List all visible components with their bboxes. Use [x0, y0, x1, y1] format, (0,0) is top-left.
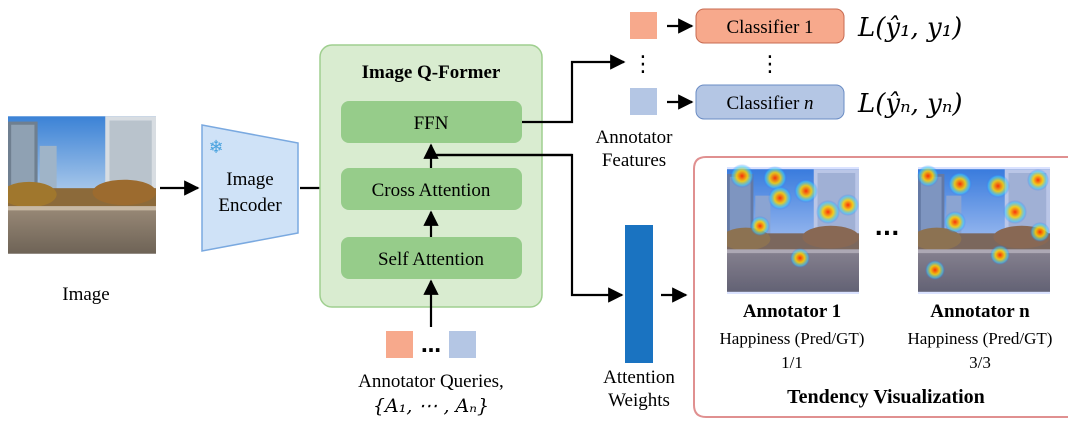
query-square-1: [386, 331, 413, 358]
queries-label-line2: {A₁, ⋯ , Aₙ}: [373, 395, 489, 417]
classifier-1-label: Classifier 1: [726, 17, 813, 38]
classifier-n-label: Classifier n: [726, 93, 813, 114]
arrow-ffn-to-classifiers: [522, 54, 626, 124]
self-attention-block: [341, 237, 522, 279]
annotator-features-label-line2: Features: [602, 150, 666, 171]
heatmap-annotator-1: [727, 164, 859, 294]
queries-label-line1: Annotator Queries,: [358, 371, 504, 392]
ffn-label: FFN: [414, 113, 449, 134]
annotator-n-name: Annotator n: [930, 301, 1030, 322]
snowflake-icon: ❄: [208, 137, 223, 158]
annotator-1-name: Annotator 1: [743, 301, 841, 322]
input-image-label: Image: [62, 284, 109, 305]
vdots-features: ⋮: [632, 52, 654, 77]
annotator-1-metric: Happiness (Pred/GT): [720, 329, 865, 348]
annotator-n-value: 3/3: [969, 353, 991, 372]
cross-attention-block: [341, 168, 522, 210]
visualization-title: Tendency Visualization: [787, 386, 985, 408]
attention-weights-label-line1: Attention: [603, 367, 675, 388]
feature-square-n: [630, 88, 657, 115]
ffn-block: [341, 101, 522, 143]
self-attention-label: Self Attention: [378, 249, 485, 270]
image-encoder-label-line1: Image: [226, 169, 273, 190]
classifier-n-block: [695, 84, 845, 120]
attention-weights-label-line2: Weights: [608, 390, 670, 411]
query-ellipsis: …: [421, 333, 441, 357]
feature-square-1: [630, 12, 657, 39]
heatmap-annotator-n: [917, 165, 1050, 294]
image-encoder-block: [201, 124, 299, 252]
annotator-n-metric: Happiness (Pred/GT): [908, 329, 1053, 348]
visualization-ellipsis: ...: [874, 216, 899, 241]
attention-weights-bar: [625, 225, 653, 363]
loss-1: L(ŷ₁, y₁): [857, 13, 962, 43]
input-image: [8, 116, 156, 254]
annotator-1-value: 1/1: [781, 353, 803, 372]
cross-attention-label: Cross Attention: [372, 180, 491, 201]
vdots-classifiers: ⋮: [759, 52, 781, 77]
loss-n: L(ŷₙ, yₙ): [857, 89, 963, 119]
classifier-1-block: [695, 8, 845, 44]
query-square-n: [449, 331, 476, 358]
annotator-features-label-line1: Annotator: [595, 127, 673, 148]
image-encoder-label-line2: Encoder: [218, 195, 282, 216]
qformer-title: Image Q-Former: [362, 62, 501, 83]
